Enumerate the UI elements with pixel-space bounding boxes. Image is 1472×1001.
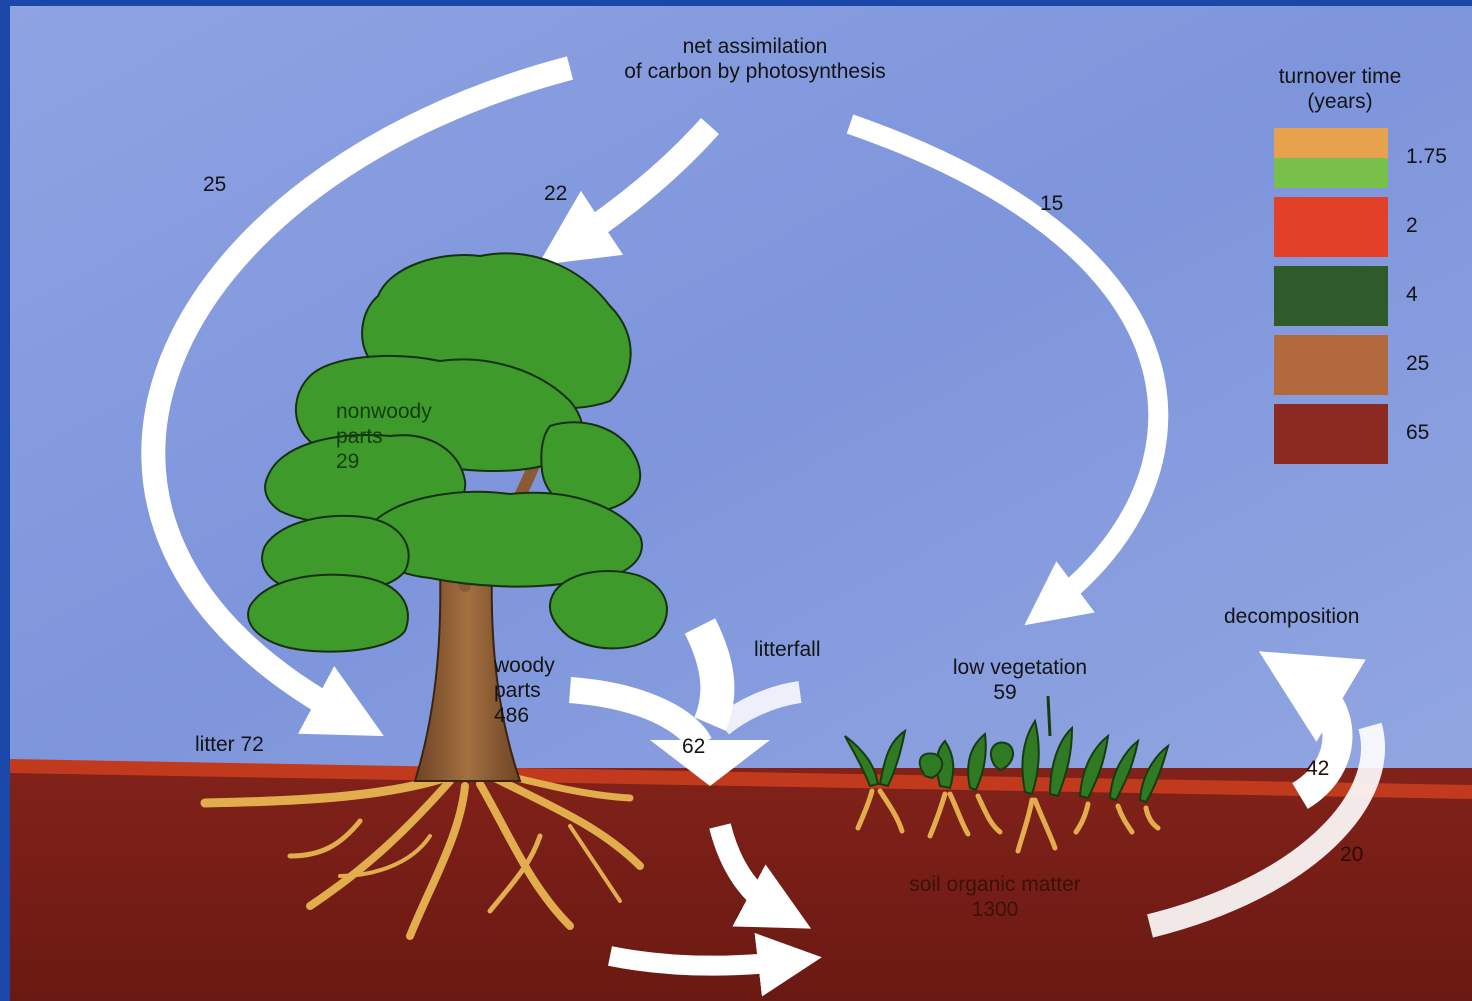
carbon-cycle-illustration — [10, 6, 1472, 1001]
litterfall-total-value: 62 — [682, 734, 705, 759]
soil-organic-matter-name: soil organic matter — [880, 872, 1110, 897]
woody-parts-label: woody parts 486 — [494, 653, 555, 729]
arrow-to-soil-2 — [610, 956, 790, 966]
sky-background — [10, 6, 1472, 776]
woody-line-1: woody — [494, 653, 555, 678]
arrow-leaf-litterfall — [700, 626, 717, 724]
flow-value-to-litter: 25 — [203, 172, 226, 197]
decomposition-flow-42: 42 — [1306, 756, 1329, 781]
litterfall-label: litterfall — [754, 637, 821, 662]
flow-value-to-tree: 22 — [544, 181, 567, 206]
woody-value: 486 — [494, 703, 555, 728]
legend-title: turnover time (years) — [1250, 64, 1430, 114]
diagram-frame: net assimilation of carbon by photosynth… — [10, 6, 1472, 1001]
assimilation-line-1: net assimilation — [570, 34, 940, 59]
assimilation-line-2: of carbon by photosynthesis — [570, 59, 940, 84]
decomposition-label: decomposition — [1224, 604, 1359, 629]
legend-swatches — [1274, 128, 1388, 464]
soil-organic-matter-label: soil organic matter 1300 — [880, 872, 1110, 922]
legend-swatch-4 — [1274, 335, 1388, 395]
legend-value-4: 25 — [1406, 352, 1429, 376]
nonwoody-value: 29 — [336, 449, 432, 474]
decomposition-flow-20: 20 — [1340, 842, 1363, 867]
nonwoody-parts-label: nonwoody parts 29 — [336, 399, 432, 475]
legend-title-line-1: turnover time — [1250, 64, 1430, 89]
low-vegetation-name: low vegetation — [920, 655, 1120, 680]
litter-label: litter 72 — [195, 732, 264, 757]
nonwoody-line-1: nonwoody — [336, 399, 432, 424]
legend-value-1: 1.75 — [1406, 145, 1447, 169]
low-vegetation-label: low vegetation 59 — [920, 655, 1120, 705]
legend-swatch-1-band-2 — [1274, 158, 1388, 188]
legend-title-line-2: (years) — [1250, 89, 1430, 114]
assimilation-label: net assimilation of carbon by photosynth… — [570, 34, 940, 84]
legend-value-2: 2 — [1406, 214, 1418, 238]
legend-swatch-2 — [1274, 197, 1388, 257]
legend-value-5: 65 — [1406, 421, 1429, 445]
woody-line-2: parts — [494, 678, 555, 703]
nonwoody-line-2: parts — [336, 424, 432, 449]
legend-swatch-5 — [1274, 404, 1388, 464]
legend-swatch-1-band-1 — [1274, 128, 1388, 158]
soil-organic-matter-value: 1300 — [880, 897, 1110, 922]
legend-swatch-3 — [1274, 266, 1388, 326]
low-vegetation-value: 59 — [890, 680, 1120, 705]
flow-value-to-low-vegetation: 15 — [1040, 191, 1063, 216]
legend-value-3: 4 — [1406, 283, 1418, 307]
